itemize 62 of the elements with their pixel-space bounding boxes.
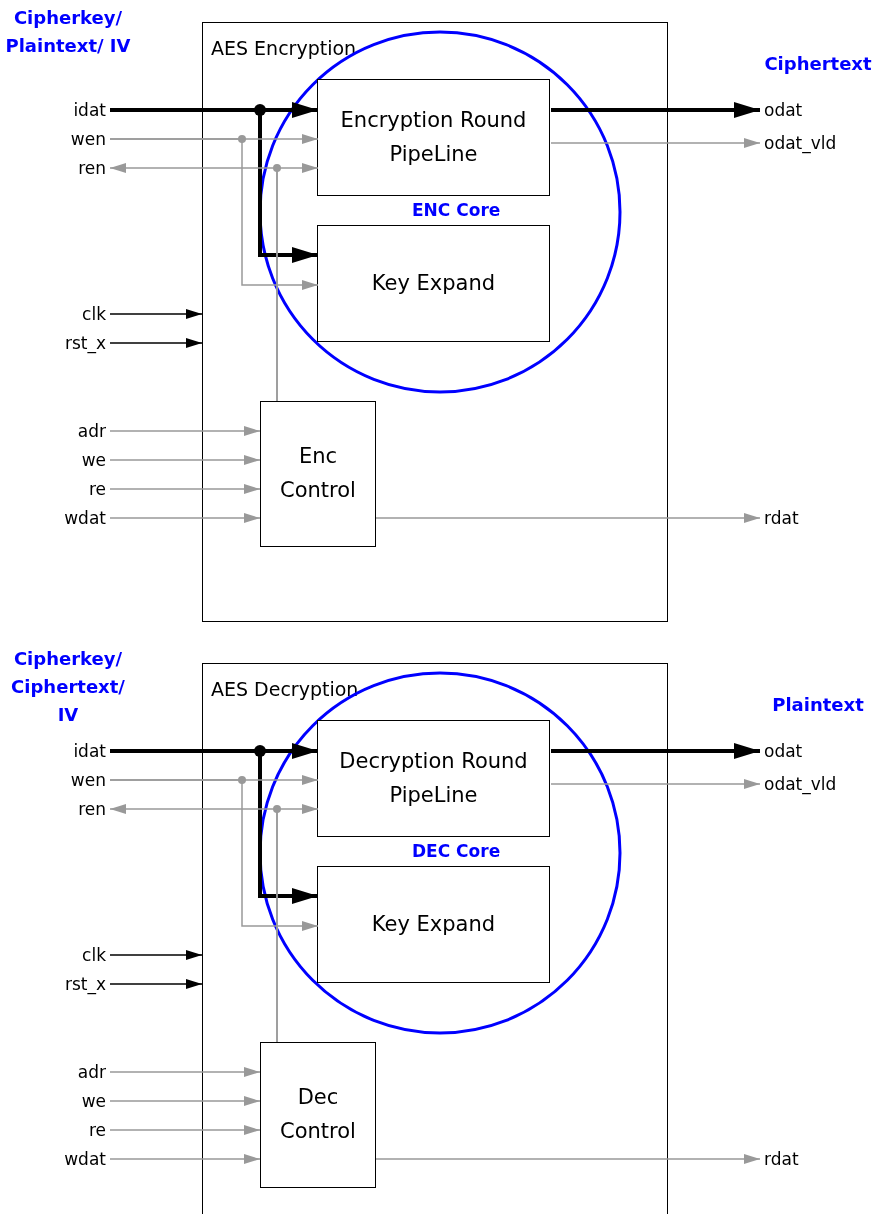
- arrow: [109, 309, 203, 319]
- module-box: [202, 22, 668, 622]
- arrow: [550, 138, 761, 148]
- signal-label: rdat: [760, 1148, 870, 1170]
- arrow: [550, 779, 761, 789]
- arrow: [109, 1125, 261, 1135]
- process-box: Encryption Round PipeLine: [317, 79, 550, 196]
- arrow: [551, 743, 760, 759]
- arrow: [109, 1154, 261, 1164]
- signal-label: idat: [30, 740, 110, 762]
- signal-label: wdat: [30, 1148, 110, 1170]
- signal-label: ren: [30, 157, 110, 179]
- data-heading: Ciphertext: [763, 52, 873, 76]
- signal-label: re: [30, 478, 110, 500]
- process-box: Dec Control: [260, 1042, 376, 1188]
- process-box: Key Expand: [317, 866, 550, 983]
- signal-label: wen: [30, 128, 110, 150]
- arrow: [375, 1154, 761, 1164]
- arrow: [375, 513, 761, 523]
- process-box: Key Expand: [317, 225, 550, 342]
- signal-label: re: [30, 1119, 110, 1141]
- arrow: [109, 513, 261, 523]
- signal-label: ren: [30, 798, 110, 820]
- module-title: AES Encryption: [211, 37, 357, 59]
- arrow: [109, 979, 203, 989]
- arrow: [551, 102, 760, 118]
- signal-label: clk: [30, 944, 110, 966]
- arrow: [109, 950, 203, 960]
- signal-label: wen: [30, 769, 110, 791]
- signal-label: adr: [30, 420, 110, 442]
- data-heading: Cipherkey/ Ciphertext/ IV: [10, 647, 126, 727]
- process-box: Decryption Round PipeLine: [317, 720, 550, 837]
- signal-label: rdat: [760, 507, 870, 529]
- signal-label: we: [30, 449, 110, 471]
- arrow: [109, 1096, 261, 1106]
- arrow: [109, 804, 278, 1043]
- signal-label: wdat: [30, 507, 110, 529]
- signal-label: rst_x: [30, 332, 110, 354]
- signal-label: rst_x: [30, 973, 110, 995]
- arrow: [109, 484, 261, 494]
- signal-label: adr: [30, 1061, 110, 1083]
- arrow: [109, 779, 319, 931]
- arrow: [109, 338, 203, 348]
- arrow: [109, 426, 261, 436]
- signal-label: odat_vld: [760, 132, 870, 154]
- arrow: [109, 1067, 261, 1077]
- signal-label: odat_vld: [760, 773, 870, 795]
- signal-label: odat: [760, 740, 870, 762]
- module-title: AES Decryption: [211, 678, 359, 700]
- core-label: DEC Core: [412, 841, 501, 861]
- data-heading: Plaintext: [771, 693, 865, 717]
- signal-label: idat: [30, 99, 110, 121]
- arrow: [109, 138, 319, 290]
- process-box: Enc Control: [260, 401, 376, 547]
- signal-label: clk: [30, 303, 110, 325]
- module-box: [202, 663, 668, 1214]
- arrow: [109, 163, 278, 402]
- arrow: [109, 455, 261, 465]
- signal-label: odat: [760, 99, 870, 121]
- data-heading: Cipherkey/ Plaintext/ IV: [4, 6, 132, 58]
- core-label: ENC Core: [412, 200, 501, 220]
- signal-label: we: [30, 1090, 110, 1112]
